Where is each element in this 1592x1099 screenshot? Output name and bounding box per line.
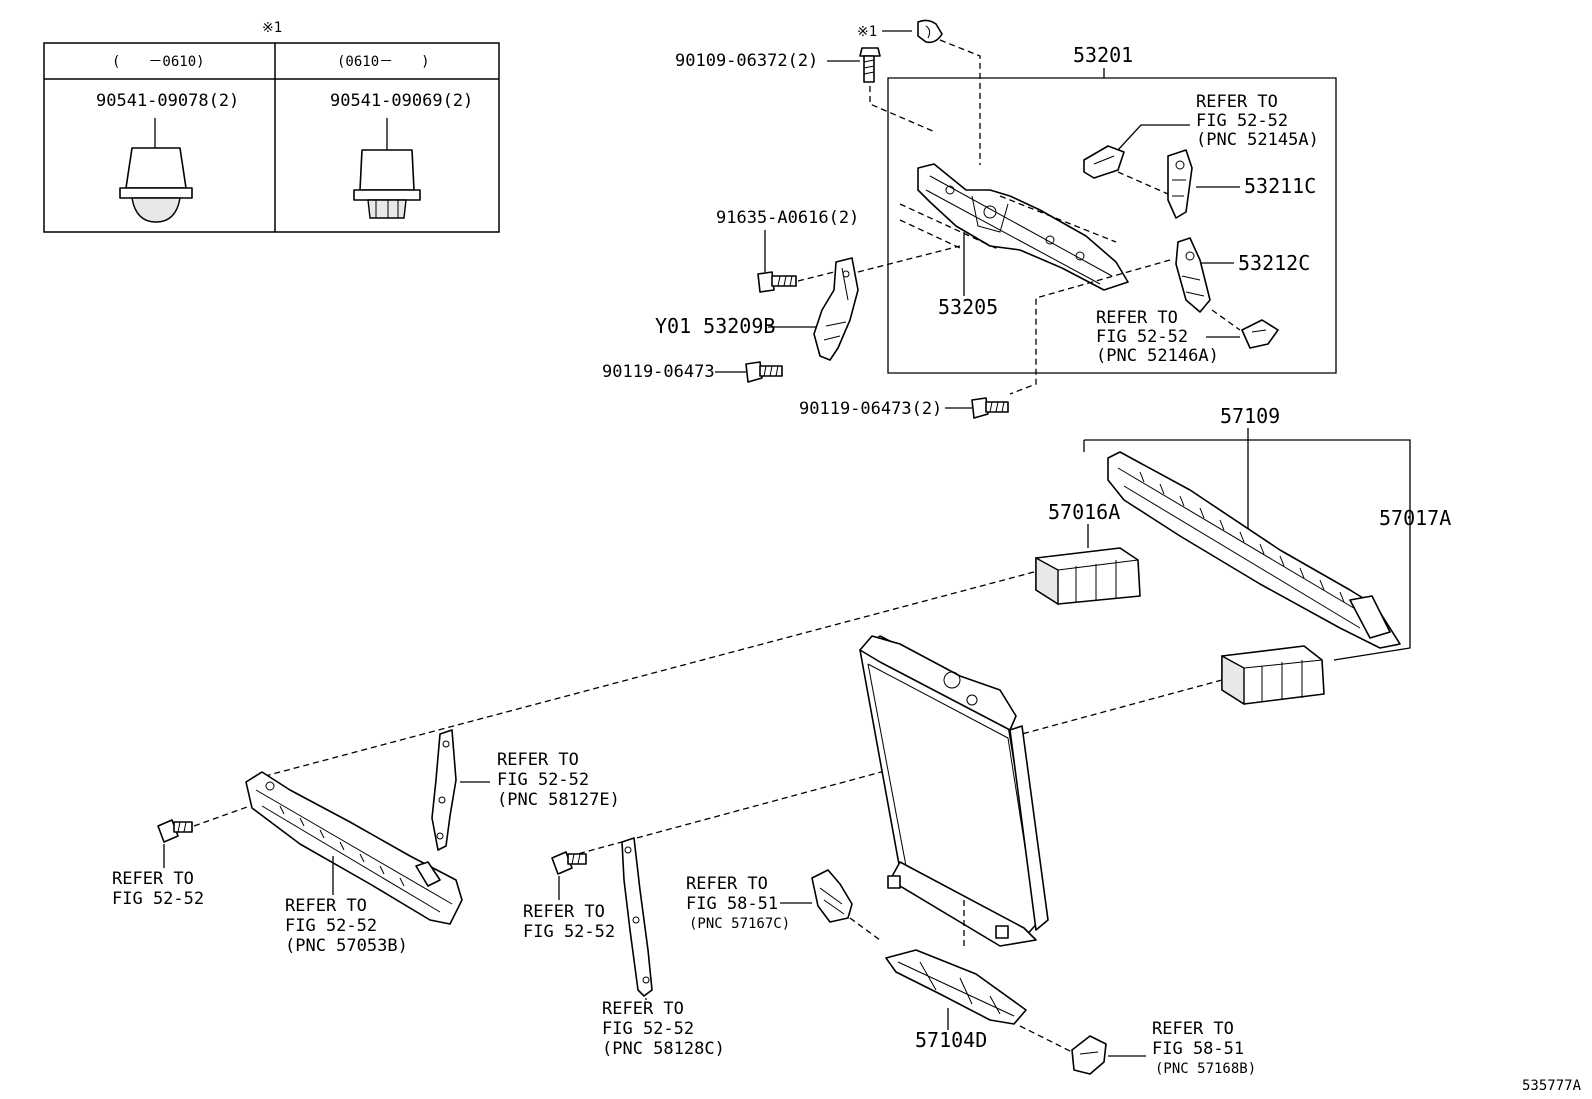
duct-57016a-icon	[1035, 547, 1141, 606]
clip-left-icon	[119, 118, 193, 223]
legend-table-border	[43, 42, 500, 233]
legend-col-right-part-number: 90541-09069(2)	[330, 91, 473, 111]
label-refer-58127e-1: REFER TO	[497, 750, 579, 770]
label-refer-58127e-3: (PNC 58127E)	[497, 790, 620, 810]
bracket-57168b-icon	[1071, 1035, 1107, 1075]
bracket-53211c-icon	[1167, 149, 1193, 219]
support-57109-icon	[1107, 451, 1401, 649]
label-refer-52145a-3: (PNC 52145A)	[1196, 130, 1319, 150]
legend-table: ※1 ( －0610) (0610－ ) 90541-09078(2) 9054…	[43, 20, 500, 233]
label-53201: 53201	[1073, 43, 1133, 67]
bolt-mid-icon	[551, 851, 587, 875]
label-refer-57168b-3: (PNC 57168B)	[1155, 1061, 1256, 1077]
label-53211c: 53211C	[1244, 174, 1316, 198]
label-refer-58128c-1: REFER TO	[602, 999, 684, 1019]
label-57104d: 57104D	[915, 1028, 987, 1052]
figure-id: 535777A	[1522, 1078, 1582, 1094]
label-refer-52146a-2: FIG 52-52	[1096, 327, 1188, 347]
label-refer-58127e-2: FIG 52-52	[497, 770, 589, 790]
label-refer-57053b-3: (PNC 57053B)	[285, 936, 408, 956]
legend-col-right-range: (0610－ )	[337, 54, 430, 70]
group-53209b: 91635-A0616(2) Y01 53209B 90119-06473	[602, 208, 961, 383]
brace-58127e-icon	[431, 729, 457, 851]
legend-col-left-range: ( －0610)	[112, 54, 205, 70]
brace-58128c-icon	[621, 837, 653, 997]
legend-col-left-part-number: 90541-09078(2)	[96, 91, 239, 111]
group-57109: 57109 57016A 57017A	[249, 404, 1451, 857]
bolt-91635-icon	[757, 271, 797, 293]
label-refer-57168b-1: REFER TO	[1152, 1019, 1234, 1039]
bracket-52146a-icon	[1241, 319, 1279, 349]
label-53205: 53205	[938, 295, 998, 319]
bolt-90109-icon	[859, 47, 881, 83]
label-refer-57053b-2: FIG 52-52	[285, 916, 377, 936]
bracket-53212c-icon	[1175, 237, 1211, 313]
cross-member-57053b-icon	[245, 771, 463, 925]
label-refer-57167c-2: FIG 58-51	[686, 894, 778, 914]
label-refer-57168b-2: FIG 58-51	[1152, 1039, 1244, 1059]
label-note-bolt: ※1	[857, 24, 877, 40]
label-bolt-90119-b: 90119-06473(2)	[799, 399, 942, 419]
clip-top-icon	[917, 19, 943, 44]
label-refer-mid-bolt-1: REFER TO	[523, 902, 605, 922]
label-53209b: Y01 53209B	[655, 314, 775, 338]
clip-right-icon	[353, 118, 421, 219]
label-refer-57053b-1: REFER TO	[285, 896, 367, 916]
bolt-left-icon	[157, 819, 193, 843]
group-53201-bracket	[887, 68, 1337, 374]
label-refer-52145a-1: REFER TO	[1196, 92, 1278, 112]
label-57109: 57109	[1220, 404, 1280, 428]
label-refer-57167c-3: (PNC 57167C)	[689, 916, 790, 932]
label-57017a: 57017A	[1379, 506, 1451, 530]
label-refer-mid-bolt-2: FIG 52-52	[523, 922, 615, 942]
label-refer-52145a-2: FIG 52-52	[1196, 111, 1288, 131]
label-53212c: 53212C	[1238, 251, 1310, 275]
group-53201: 53201 ※1 90109-06372(2) REFER TO FIG 52-…	[675, 19, 1337, 419]
label-bolt-90109: 90109-06372(2)	[675, 51, 818, 71]
duct-57017a-icon	[1221, 645, 1325, 706]
radiator-icon	[859, 635, 1049, 947]
bracket-53209b-icon	[813, 257, 859, 361]
legend-note-mark: ※1	[262, 20, 282, 36]
bolt-90119-b-icon	[971, 397, 1009, 419]
label-bolt-90119-a: 90119-06473	[602, 362, 715, 382]
label-refer-52146a-3: (PNC 52146A)	[1096, 346, 1219, 366]
label-57016a: 57016A	[1048, 500, 1120, 524]
label-refer-left-bolt-2: FIG 52-52	[112, 889, 204, 909]
bolt-90119-a-icon	[745, 361, 783, 383]
radiator-support-upper-53205-icon	[917, 163, 1129, 291]
label-refer-57167c-1: REFER TO	[686, 874, 768, 894]
label-refer-58128c-3: (PNC 58128C)	[602, 1039, 725, 1059]
label-refer-52146a-1: REFER TO	[1096, 308, 1178, 328]
bracket-57167c-icon	[811, 869, 853, 923]
label-refer-left-bolt-1: REFER TO	[112, 869, 194, 889]
label-refer-58128c-2: FIG 52-52	[602, 1019, 694, 1039]
under-cover-57104d-icon	[885, 949, 1027, 1025]
bracket-52145a-icon	[1083, 145, 1125, 179]
label-bolt-91635: 91635-A0616(2)	[716, 208, 859, 228]
